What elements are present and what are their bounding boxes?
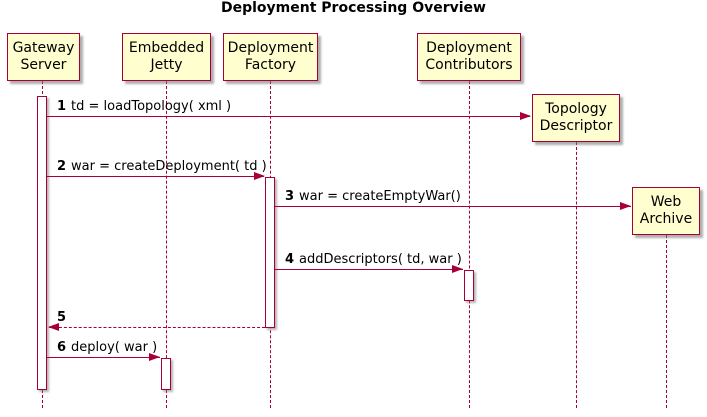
lifeline-topology-descriptor (576, 142, 577, 408)
message-4-arrowhead-icon (452, 265, 463, 273)
activation-deployment-contributors (464, 270, 474, 301)
participant-label: Embedded Jetty (128, 39, 205, 74)
participant-gateway-server: Gateway Server (7, 33, 80, 81)
message-6-line (47, 357, 160, 358)
message-4-label: 4 addDescriptors( td, war ) (285, 252, 462, 267)
participant-embedded-jetty: Embedded Jetty (122, 33, 211, 81)
participant-deployment-contributors: Deployment Contributors (417, 33, 521, 81)
message-2-arrowhead-icon (254, 172, 265, 180)
message-seq: 5 (57, 310, 67, 325)
message-seq: 3 (285, 189, 295, 204)
message-5-arrowhead-icon (48, 323, 59, 331)
lifeline-deployment-contributors (469, 81, 470, 408)
message-2-line (47, 176, 264, 177)
message-seq: 2 (57, 159, 67, 174)
participant-deployment-factory: Deployment Factory (223, 33, 318, 81)
message-3-label: 3 war = createEmptyWar() (285, 189, 461, 204)
message-5-line (49, 327, 265, 328)
participant-label: Deployment Factory (227, 39, 314, 74)
lifeline-web-archive (666, 235, 667, 408)
participant-topology-descriptor: Topology Descriptor (532, 94, 620, 142)
message-6-arrowhead-icon (149, 353, 160, 361)
message-text: war = createEmptyWar() (299, 189, 461, 204)
diagram-title: Deployment Processing Overview (221, 0, 486, 16)
message-1-arrowhead-icon (520, 112, 531, 120)
message-text: war = createDeployment( td ) (71, 159, 267, 174)
message-5-label: 5 (57, 310, 71, 325)
activation-deployment-factory (265, 177, 275, 328)
message-seq: 1 (57, 99, 67, 114)
message-4-line (275, 269, 463, 270)
message-1-line (47, 116, 530, 117)
participant-label: Web Archive (639, 193, 693, 228)
message-3-line (275, 206, 631, 207)
participant-label: Gateway Server (12, 39, 75, 74)
message-text: deploy( war ) (71, 340, 158, 355)
message-3-arrowhead-icon (620, 202, 631, 210)
activation-gateway-server (37, 96, 47, 390)
message-6-label: 6 deploy( war ) (57, 340, 157, 355)
participant-label: Deployment Contributors (425, 39, 513, 74)
message-2-label: 2 war = createDeployment( td ) (57, 159, 267, 174)
message-seq: 4 (285, 252, 295, 267)
participant-web-archive: Web Archive (632, 187, 700, 235)
message-seq: 6 (57, 340, 67, 355)
activation-embedded-jetty (161, 358, 171, 390)
message-text: td = loadTopology( xml ) (71, 99, 232, 114)
lifeline-embedded-jetty (166, 81, 167, 408)
message-1-label: 1 td = loadTopology( xml ) (57, 99, 231, 114)
participant-label: Topology Descriptor (539, 100, 613, 135)
message-text: addDescriptors( td, war ) (299, 252, 462, 267)
